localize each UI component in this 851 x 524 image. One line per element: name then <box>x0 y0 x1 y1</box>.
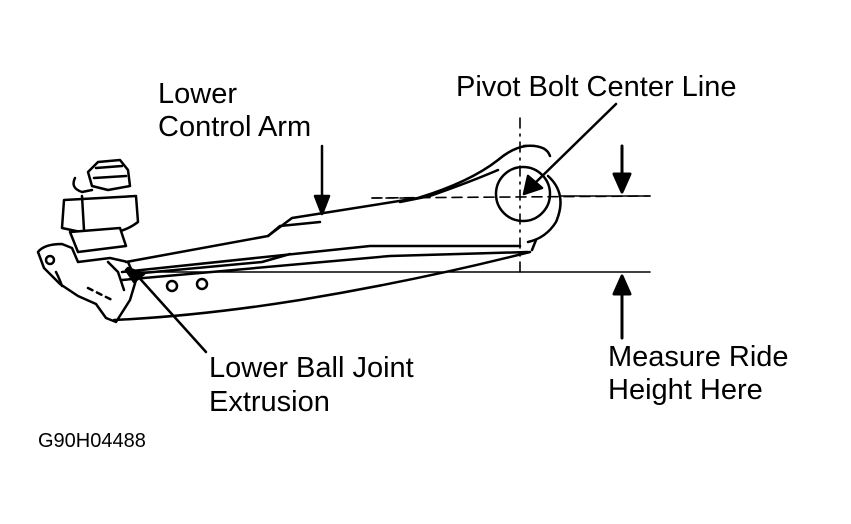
ride-height-arrows <box>612 144 632 340</box>
ball-joint-housing <box>36 242 138 324</box>
pivot-leader <box>522 102 618 196</box>
lower-ball-joint-label-line1: Lower Ball Joint <box>209 352 414 384</box>
lower-control-arm-label-line1: Lower <box>158 78 237 110</box>
reference-lines <box>121 117 651 273</box>
lower-control-arm-label-line2: Control Arm <box>158 111 312 143</box>
figure-code: G90H04488 <box>38 430 146 452</box>
measure-ride-label-line1: Measure Ride <box>608 341 789 373</box>
control-arm-leader <box>313 144 331 216</box>
pivot-bushing <box>494 144 562 252</box>
measure-ride-label-line2: Height Here <box>608 374 763 406</box>
pivot-bolt-label: Pivot Bolt Center Line <box>456 71 737 103</box>
lower-ball-joint-label-line2: Extrusion <box>209 386 330 418</box>
ball-joint-stud <box>60 158 140 254</box>
ball-joint-leader <box>124 266 208 354</box>
